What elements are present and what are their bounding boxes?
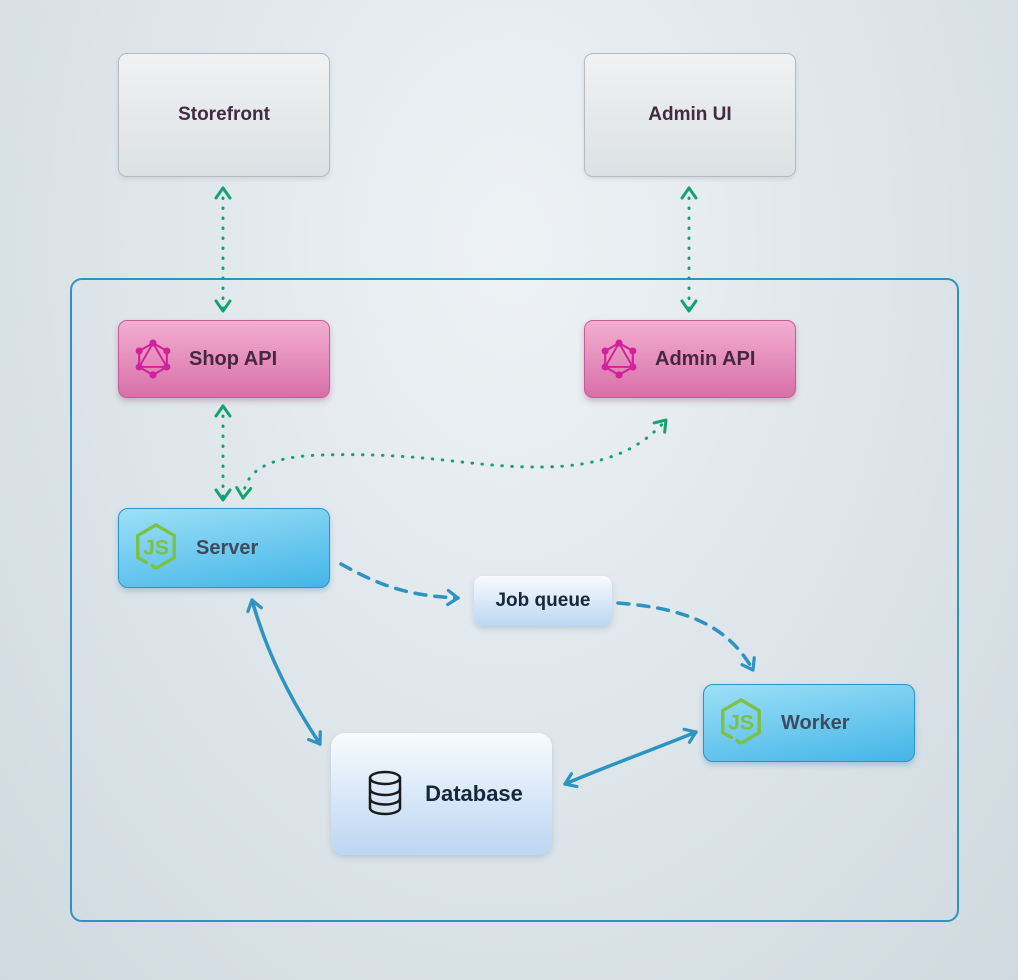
shop-api-label: Shop API <box>189 347 278 370</box>
node-worker: JS Worker <box>703 684 915 762</box>
database-icon <box>368 770 402 816</box>
node-admin-ui: Admin UI <box>584 53 796 177</box>
storefront-label: Storefront <box>178 104 270 125</box>
node-storefront: Storefront <box>118 53 330 177</box>
svg-text:JS: JS <box>143 537 169 560</box>
worker-label: Worker <box>781 711 850 734</box>
node-admin-api: Admin API <box>584 320 796 398</box>
server-label: Server <box>196 536 259 559</box>
node-job-queue: Job queue <box>474 576 612 626</box>
node-shop-api: Shop API <box>118 320 330 398</box>
database-label: Database <box>425 781 523 806</box>
node-database: Database <box>331 733 552 855</box>
admin-api-label: Admin API <box>655 347 756 370</box>
node-server: JS Server <box>118 508 330 588</box>
admin-ui-label: Admin UI <box>648 104 732 125</box>
backend-boundary-box <box>70 278 959 922</box>
svg-text:JS: JS <box>728 712 754 735</box>
nodejs-icon: JS <box>136 523 176 570</box>
graphql-icon <box>601 339 637 379</box>
nodejs-icon: JS <box>721 698 761 745</box>
job-queue-label: Job queue <box>495 590 591 611</box>
graphql-icon <box>135 339 171 379</box>
